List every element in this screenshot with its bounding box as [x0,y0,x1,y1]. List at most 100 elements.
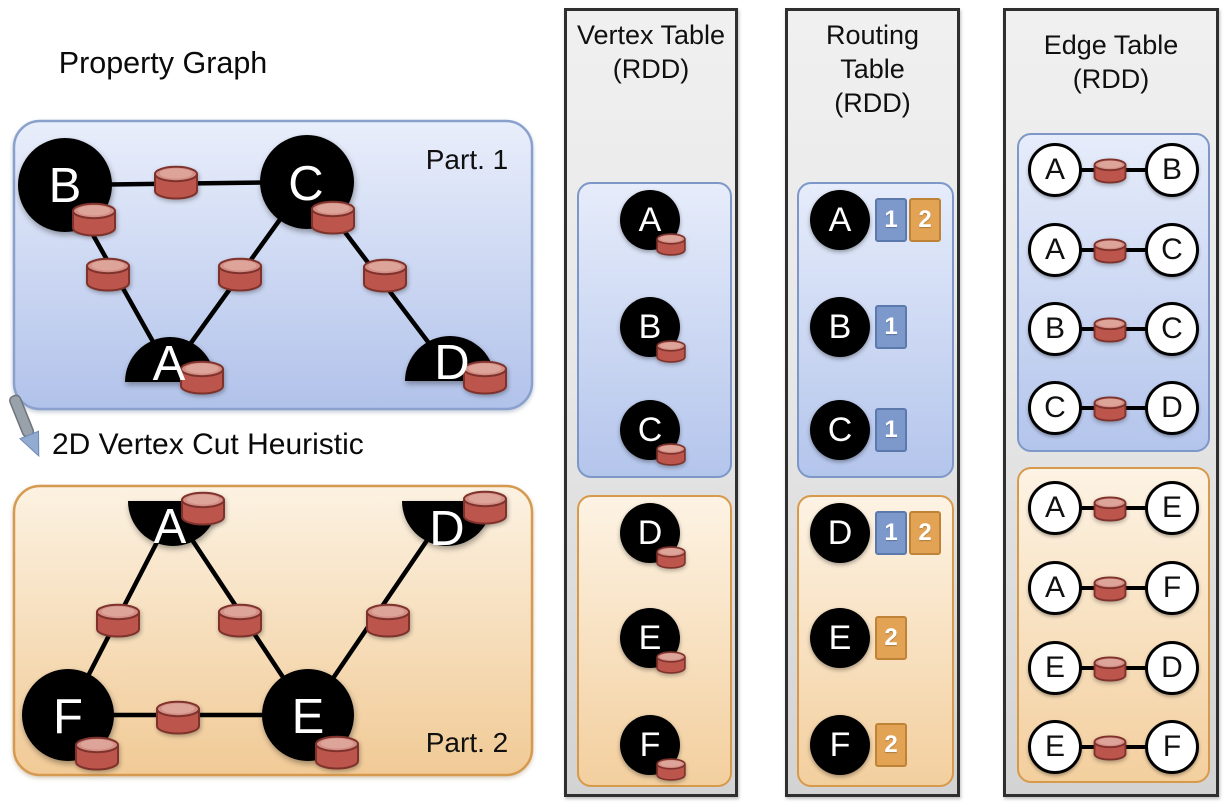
vertex-table-title-line2: (RDD) [612,54,690,84]
edge-node-label: B [1161,153,1182,186]
edge-node-label: A [1044,491,1065,524]
edge-node: F [1145,561,1199,615]
routing-badge-number: 1 [884,416,898,443]
vertex-table-label-e: E [638,618,662,657]
node-label-c: C [288,157,323,211]
edge-node: C [1145,223,1199,277]
edge-node-label: F [1162,571,1182,604]
edge-property-cylinder-icon [1093,735,1127,761]
edge-property-cylinder-icon [86,257,130,292]
edge-node-label: C [1161,312,1183,345]
edge-node: B [1028,302,1082,356]
edge-property-cylinder-icon [96,603,140,638]
edge-property-cylinder-icon [1093,158,1127,184]
vertex-table-title-line1: Vertex Table [576,20,726,50]
vertex-property-cylinder-icon [181,491,225,526]
pencil-icon [9,394,40,458]
routing-table-node-c: C [810,400,870,460]
node-label-d-part2: D [429,502,464,556]
edge-node-label: A [1044,233,1065,266]
routing-table-node-d: D [810,503,870,563]
vertex-property-cylinder-icon [463,360,507,395]
node-label-f: F [53,690,83,744]
edge-node: E [1028,720,1082,774]
edge-property-cylinder-icon [154,165,198,200]
edge-node-label: E [1161,491,1182,524]
routing-table-node-f: F [810,715,870,775]
routing-table-label-e: E [828,618,852,657]
vertex-property-cylinder-icon [656,651,686,674]
node-label-e: E [292,690,325,744]
routing-table-label-a: A [828,200,852,239]
edge-node-label: D [1161,391,1183,424]
vertex-property-cylinder-icon [180,360,224,395]
edge-node: D [1145,381,1199,435]
vertex-table-label-a: A [638,200,662,239]
edge-node: A [1028,223,1082,277]
routing-table-label-c: C [827,410,853,449]
edge-node: E [1145,481,1199,535]
edge-table-title-line1: Edge Table [1043,30,1179,60]
edge-property-cylinder-icon [363,258,407,293]
node-label-d-part1: D [434,336,469,390]
edge-property-cylinder-icon [218,257,262,292]
node-label-a-part1: A [153,337,186,391]
edge-property-cylinder-icon [1093,317,1127,343]
heuristic-label: 2D Vertex Cut Heuristic [52,428,364,461]
edge-node: F [1145,720,1199,774]
partition-2-label: Part. 2 [426,727,508,758]
edge-node-label: C [1044,391,1066,424]
routing-badge-number: 1 [884,206,898,233]
routing-badge-number: 2 [918,519,932,546]
routing-partition-badge-1: 1 [875,198,907,242]
routing-badge-number: 2 [918,206,932,233]
routing-table-title: Routing Table (RDD) [785,18,960,120]
partition-1-box [12,119,534,411]
edge-node-label: B [1044,312,1065,345]
edge-table-title-line2: (RDD) [1072,64,1150,94]
vertex-property-cylinder-icon [463,490,507,525]
routing-table-title-line3: (RDD) [834,88,911,118]
edge-node-label: E [1044,730,1065,763]
routing-table-node-a: A [810,190,870,250]
edge-node: A [1028,561,1082,615]
edge-property-cylinder-icon [366,603,410,638]
partition-2-box [12,484,534,777]
edge-node: D [1145,641,1199,695]
edge-node: A [1028,481,1082,535]
edge-node: B [1145,143,1199,197]
edge-property-cylinder-icon [1093,496,1127,522]
partition-1-label: Part. 1 [426,144,508,175]
edge-node-label: A [1044,153,1065,186]
routing-partition-badge-2: 2 [909,198,941,242]
routing-table-label-f: F [829,725,851,764]
routing-partition-badge-1: 1 [875,408,907,452]
node-label-a-part2: A [154,500,187,554]
edge-node-label: F [1162,730,1182,763]
routing-table-node-e: E [810,608,870,668]
routing-partition-badge-1: 1 [875,305,907,349]
routing-table-title-line1: Routing [825,20,920,50]
vertex-property-cylinder-icon [656,340,686,363]
vertex-table-label-b: B [638,307,662,346]
routing-table-title-line2: Table [840,54,905,84]
node-label-b: B [49,159,82,213]
edge-property-cylinder-icon [1093,656,1127,682]
edge-node: C [1145,302,1199,356]
edge-property-cylinder-icon [1093,576,1127,602]
edge-node: C [1028,381,1082,435]
vertex-property-cylinder-icon [656,758,686,781]
vertex-table-label-d: D [637,513,663,552]
edge-property-cylinder-icon [1093,238,1127,264]
property-graph-title: Property Graph [59,46,268,80]
routing-table-label-d: D [827,513,853,552]
routing-badge-number: 1 [884,313,898,340]
routing-badge-number: 2 [884,624,898,651]
vertex-table-title: Vertex Table (RDD) [564,18,738,86]
property-graph-panel: Property Graph Part. 1 [9,46,534,777]
edge-node-label: A [1044,571,1065,604]
edge-node: E [1028,641,1082,695]
vertex-table-label-c: C [637,410,663,449]
edge-property-cylinder-icon [1093,396,1127,422]
